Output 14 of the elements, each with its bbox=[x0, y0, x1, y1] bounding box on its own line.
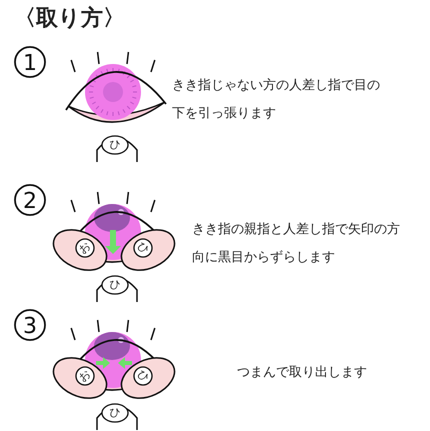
instruction-text: きき指の親指と人差し指で矢印の方向に黒目からずらします bbox=[192, 221, 401, 267]
title: 〈取り方〉 bbox=[14, 4, 125, 33]
step-number: 2 bbox=[14, 184, 46, 216]
finger-letter: ひ bbox=[134, 238, 153, 258]
finger-letter: ひ bbox=[108, 137, 122, 153]
instruction-text: つまんで取り出します bbox=[237, 364, 368, 382]
finger-letter: お bbox=[75, 238, 94, 258]
step-number: 1 bbox=[14, 46, 46, 78]
instruction-text: きき指じゃない方の人差し指で目の下を引っ張ります bbox=[172, 77, 381, 123]
finger-letter: ひ bbox=[134, 366, 153, 386]
finger-letter: ひ bbox=[108, 277, 122, 293]
finger-letter: ひ bbox=[108, 405, 122, 421]
step-number: 3 bbox=[14, 309, 46, 341]
finger-letter: お bbox=[75, 366, 94, 386]
